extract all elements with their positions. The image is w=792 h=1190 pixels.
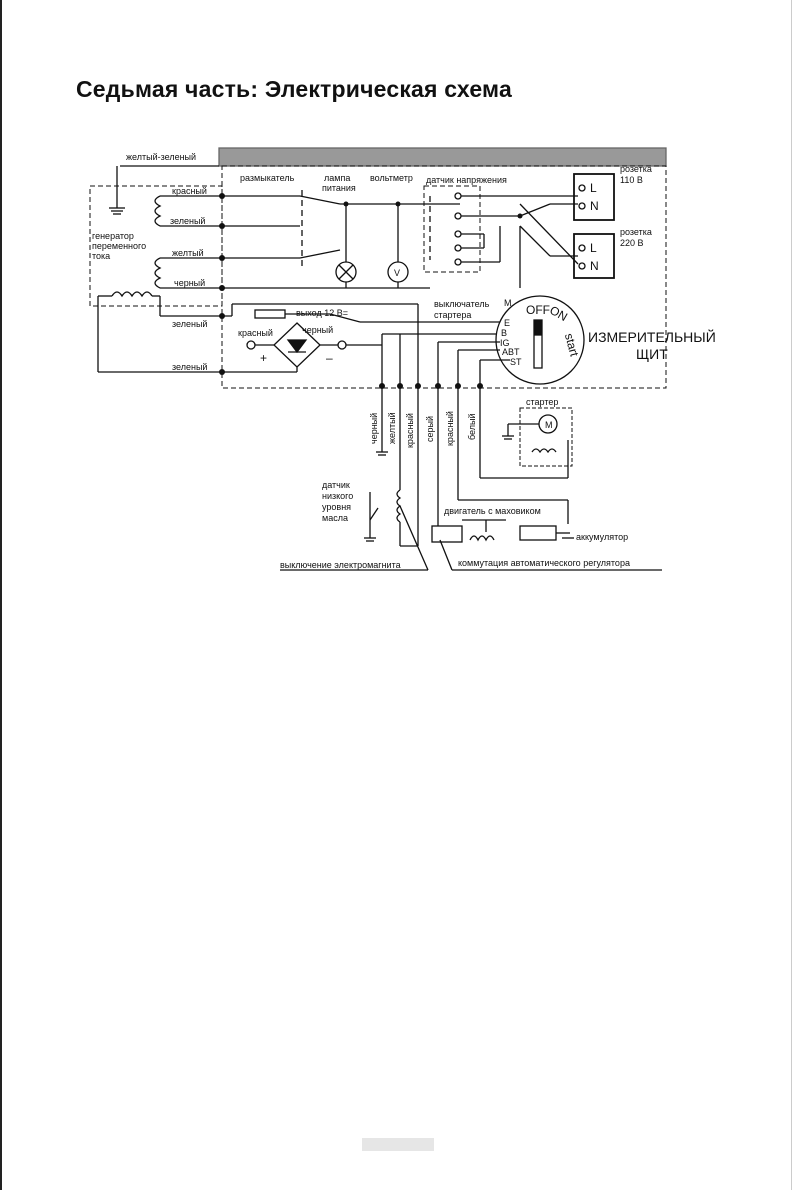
- label-red-1: красный: [172, 186, 207, 196]
- label-starter-switch-2: стартера: [434, 310, 471, 320]
- label-green-2: зеленый: [172, 319, 207, 329]
- label-term-b: B: [501, 328, 507, 338]
- label-outlet220-2: 220 В: [620, 238, 644, 248]
- label-black-2: черный: [302, 325, 333, 335]
- ground-bar: [218, 147, 667, 167]
- label-plus: +: [260, 351, 267, 365]
- label-term-ig: IG: [500, 338, 510, 348]
- label-term-e: E: [504, 318, 510, 328]
- label-yellow-green: желтый-зеленый: [126, 152, 196, 162]
- label-outlet110-n: N: [590, 199, 599, 213]
- label-outlet110-l: L: [590, 181, 597, 195]
- label-switch-start: start: [562, 332, 582, 359]
- label-voltmeter-v: V: [394, 268, 400, 278]
- label-avr-switch: коммутация автоматического регулятора: [458, 558, 630, 568]
- label-panel-2: ЩИТ: [636, 346, 668, 362]
- label-outlet220-n: N: [590, 259, 599, 273]
- label-green-3: зеленый: [172, 362, 207, 372]
- page-title: Седьмая часть: Электрическая схема: [76, 76, 512, 102]
- label-green-1: зеленый: [170, 216, 205, 226]
- label-vertical-black: черный: [369, 413, 379, 444]
- label-generator-2: переменного: [92, 241, 146, 251]
- label-starter: стартер: [526, 397, 558, 407]
- label-solenoid-off: выключение электромагнита: [280, 560, 401, 570]
- label-lamp-1: лампа: [324, 173, 350, 183]
- label-vertical-red-2: красный: [445, 411, 455, 446]
- label-vertical-yellow: желтый: [387, 412, 397, 444]
- label-outlet110-2: 110 В: [620, 175, 643, 185]
- label-switch-m: M: [504, 298, 512, 308]
- label-battery: аккумулятор: [576, 532, 628, 542]
- label-outlet110-1: розетка: [620, 164, 652, 174]
- label-outlet220-l: L: [590, 241, 597, 255]
- label-yellow-1: желтый: [172, 248, 204, 258]
- label-oil-1: датчик: [322, 480, 350, 490]
- label-vertical-white: белый: [467, 413, 477, 440]
- label-term-st: ST: [510, 357, 522, 367]
- label-switch-off: OFF: [526, 303, 550, 317]
- label-oil-4: масла: [322, 513, 348, 523]
- label-red-2: красный: [238, 328, 273, 338]
- label-oil-2: низкого: [322, 491, 353, 501]
- label-generator-3: тока: [92, 251, 110, 261]
- label-starter-switch-1: выключатель: [434, 299, 490, 309]
- label-generator-1: генератор: [92, 231, 134, 241]
- label-lamp-2: питания: [322, 183, 356, 193]
- label-outlet220-1: розетка: [620, 227, 652, 237]
- label-output-12v: выход 12 В=: [296, 308, 348, 318]
- label-voltage-sensor: датчик напряжения: [426, 175, 507, 185]
- label-motor-m: M: [545, 420, 553, 430]
- label-vertical-red: красный: [405, 413, 415, 448]
- label-black-1: черный: [174, 278, 205, 288]
- label-breaker: размыкатель: [240, 173, 295, 183]
- label-panel-1: ИЗМЕРИТЕЛЬНЫЙ: [588, 328, 716, 345]
- label-minus: –: [326, 351, 333, 365]
- label-engine: двигатель с маховиком: [444, 506, 541, 516]
- label-oil-3: уровня: [322, 502, 351, 512]
- label-vertical-gray: серый: [425, 416, 435, 442]
- footer-bar: [362, 1138, 434, 1151]
- label-voltmeter: вольтметр: [370, 173, 413, 183]
- label-term-abt: ABT: [502, 347, 520, 357]
